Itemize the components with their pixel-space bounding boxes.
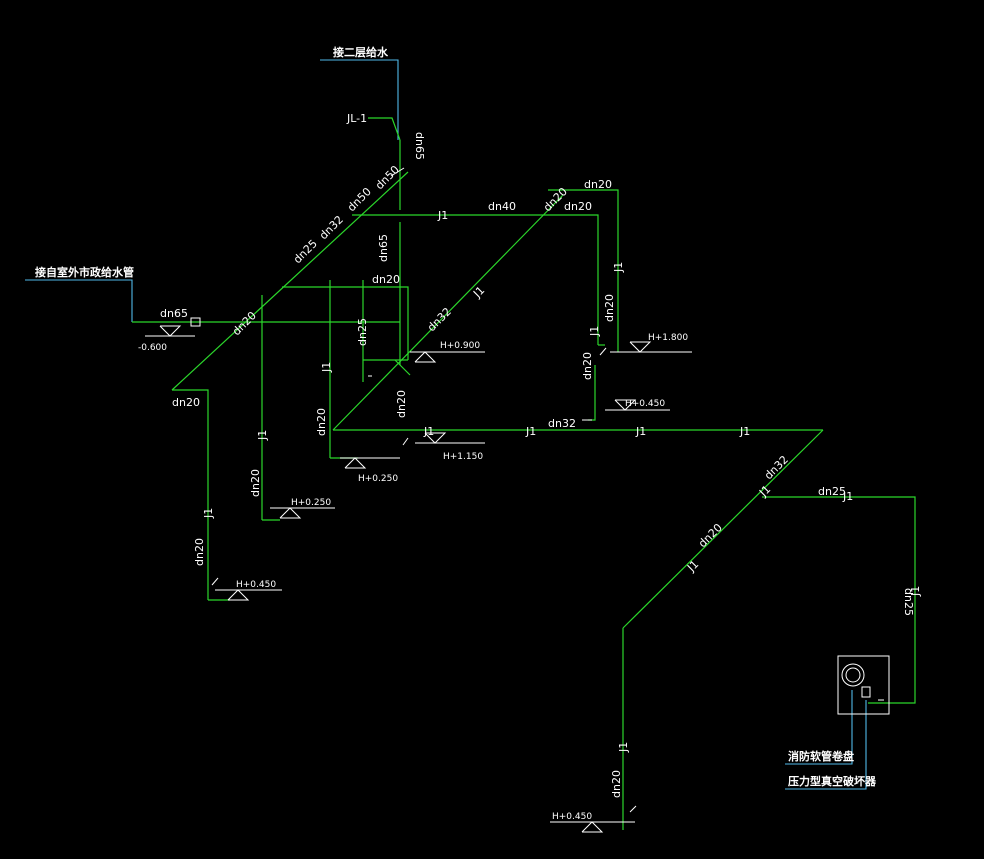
size-inlet: dn65 [160, 307, 188, 320]
size-left-dn20: dn20 [172, 396, 200, 409]
pipe-code-mid-d: J1 [423, 425, 434, 438]
label-riser: JL-1 [346, 112, 367, 125]
pipe-code-right-b: J1 [588, 326, 601, 337]
pipe-mid-branch [282, 286, 409, 360]
elev-h1800: H+1.800 [648, 333, 688, 343]
size-mid-dn32: dn32 [548, 417, 576, 430]
pipe-riser-leader [368, 117, 401, 141]
size-mid-dn20: dn20 [372, 273, 400, 286]
elev-h450c: H+0.450 [552, 812, 592, 822]
pipe-code-left-a: J1 [256, 430, 269, 441]
label-from-outdoor: 接自室外市政给水管 [35, 265, 134, 279]
elev-h900: H+0.900 [440, 341, 480, 351]
fittings [190, 167, 637, 813]
pipe-top-right-branch-a [548, 214, 599, 345]
elevation-symbols [145, 325, 692, 833]
size-top-right-dn20: dn20 [584, 178, 612, 191]
leader-from-outdoor [25, 279, 133, 322]
leader-to-floor2 [320, 59, 399, 102]
size-bottom-dn20: dn20 [610, 770, 623, 798]
size-left-vertical-dn20: dn20 [249, 469, 262, 497]
elev-h250a-symbol [340, 457, 400, 469]
size-riser-lower: dn65 [377, 234, 390, 262]
pipe-code-lower-diagonal: J1 [684, 558, 701, 575]
size-left-lower-dn20: dn20 [193, 538, 206, 566]
pipe-code-left-b: J1 [202, 508, 215, 519]
size-diagonal-dn50-b: dn50 [373, 163, 402, 192]
tap-mark-c [211, 577, 219, 586]
elev-h250a: H+0.250 [358, 474, 398, 484]
size-diagonal-dn32: dn32 [317, 213, 346, 242]
elev-h450a-symbol [605, 399, 670, 411]
size-top-right-dn20-b: dn20 [564, 200, 592, 213]
fire-hose-reel-inner-circle [845, 667, 861, 683]
size-right-mid-dn20: dn20 [581, 352, 594, 380]
size-right-dn25: dn25 [818, 485, 846, 498]
size-long-dn32: dn32 [425, 305, 454, 334]
size-riser-upper: dn65 [413, 132, 426, 160]
size-right-vertical-dn20: dn20 [603, 294, 616, 322]
size-top-dn40: dn40 [488, 200, 516, 213]
size-mid-dn25: dn25 [356, 318, 369, 346]
fire-hose-reel-box [837, 655, 890, 715]
pipe-code-dn25: J1 [842, 490, 853, 503]
tap-mark-a [599, 347, 607, 356]
pipe-code-mid-a: J1 [525, 425, 536, 438]
fire-hose-reel-outer-circle [841, 663, 865, 687]
leader-lines [25, 59, 867, 790]
elev-h450a: H+0.450 [625, 399, 665, 409]
elev-h900-symbol [410, 351, 485, 363]
fire-hose-reel [837, 655, 890, 715]
size-lower-diagonal-dn20: dn20 [696, 521, 725, 550]
elev-inlet: -0.600 [138, 343, 167, 353]
backflow-preventer-icon [861, 686, 871, 698]
pipe-lower-diagonal [622, 429, 824, 629]
tap-mark-d [629, 805, 637, 813]
valve-inlet [190, 317, 201, 327]
pipe-mid-tie [394, 359, 411, 376]
valve-riser [390, 167, 405, 177]
size-diagonal-dn50: dn50 [345, 185, 374, 214]
tap-mark-b [402, 437, 409, 446]
text-labels: 接二层给水 JL-1 接自室外市政给水管 消防软管卷盘 压力型真空破坏器 J1 … [35, 45, 922, 822]
pipe-code-right-a: J1 [612, 262, 625, 273]
size-lower-dn32: dn32 [762, 453, 791, 482]
size-vertical-dn25: dn25 [902, 588, 915, 616]
elev-h450b-symbol [215, 589, 282, 601]
pipe-code-top: J1 [437, 209, 448, 222]
pipe-top-right-branch-b [548, 189, 619, 352]
label-to-floor2: 接二层给水 [333, 45, 389, 59]
pipe-code-bottom: J1 [617, 742, 630, 753]
pipe-long-diagonal [332, 194, 564, 431]
pipes [132, 117, 916, 830]
elev-h1150-symbol [415, 432, 485, 444]
pipe-code-left-mid: J1 [320, 362, 333, 373]
size-mid-left-dn20: dn20 [315, 408, 328, 436]
pipe-left-branch-dn20 [172, 389, 209, 600]
elev-h250b-symbol [270, 507, 335, 519]
leader-fire-hose [785, 690, 853, 765]
pipe-code-mid-c: J1 [739, 425, 750, 438]
elev-h450b: H+0.450 [236, 580, 276, 590]
pipe-code-right-vertical: J1 [909, 586, 922, 597]
elev-h450c-symbol [550, 821, 635, 833]
pipe-code-mid-b: J1 [635, 425, 646, 438]
elev-inlet-symbol [145, 325, 195, 337]
label-backflow: 压力型真空破坏器 [788, 774, 877, 788]
pipe-to-fire-hose [762, 496, 916, 704]
size-mid-vertical-dn20: dn20 [395, 390, 408, 418]
pipe-code-diagonal: J1 [470, 284, 487, 301]
size-diagonal-dn25: dn25 [291, 237, 320, 266]
label-fire-hose: 消防软管卷盘 [788, 749, 854, 763]
elev-h1800-symbol [610, 341, 692, 353]
pipe-main-diagonal [171, 171, 409, 391]
leader-backflow [785, 700, 867, 790]
elev-h250b: H+0.250 [291, 498, 331, 508]
elev-h1150: H+1.150 [443, 452, 483, 462]
